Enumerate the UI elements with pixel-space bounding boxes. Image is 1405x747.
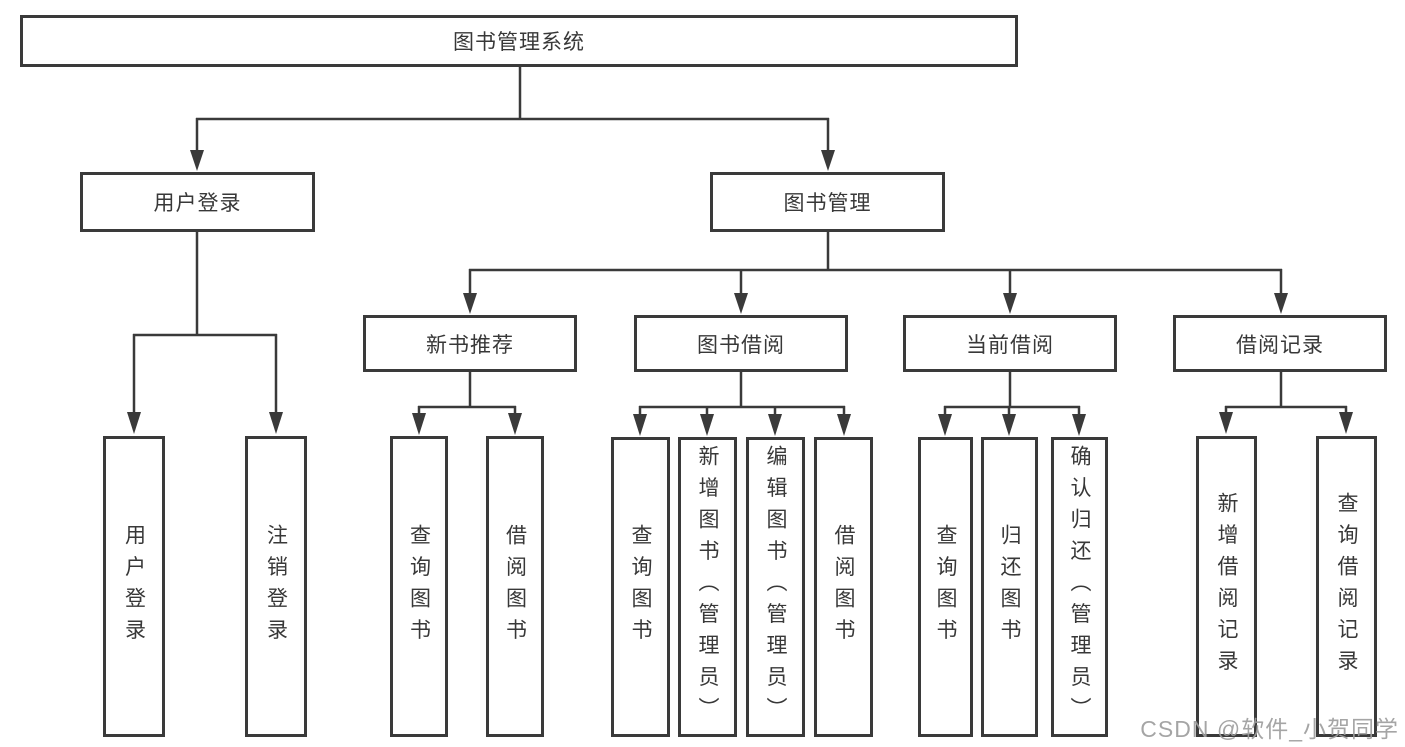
leaf-add-borrow-record: 新增借阅记录 [1196, 436, 1257, 737]
node-new-book-recommend: 新书推荐 [363, 315, 577, 372]
leaf-confirm-return-admin: 确认归还（管理员） [1051, 437, 1108, 737]
node-current-borrow: 当前借阅 [903, 315, 1117, 372]
node-borrow-records: 借阅记录 [1173, 315, 1387, 372]
leaf-borrow-books-1: 借阅图书 [486, 436, 544, 737]
leaf-logout: 注销登录 [245, 436, 307, 737]
node-book-borrow: 图书借阅 [634, 315, 848, 372]
node-root-system: 图书管理系统 [20, 15, 1018, 67]
leaf-query-books-2: 查询图书 [611, 437, 670, 737]
node-book-management: 图书管理 [710, 172, 945, 232]
leaf-query-books-1: 查询图书 [390, 436, 448, 737]
node-user-login: 用户登录 [80, 172, 315, 232]
leaf-return-books: 归还图书 [981, 437, 1038, 737]
leaf-edit-books-admin: 编辑图书（管理员） [746, 437, 805, 737]
leaf-add-books-admin: 新增图书（管理员） [678, 437, 737, 737]
leaf-borrow-books-2: 借阅图书 [814, 437, 873, 737]
csdn-watermark: CSDN @软件_小贺同学 [1140, 716, 1399, 742]
leaf-user-login: 用户登录 [103, 436, 165, 737]
leaf-query-borrow-record: 查询借阅记录 [1316, 436, 1377, 737]
leaf-query-books-3: 查询图书 [918, 437, 973, 737]
